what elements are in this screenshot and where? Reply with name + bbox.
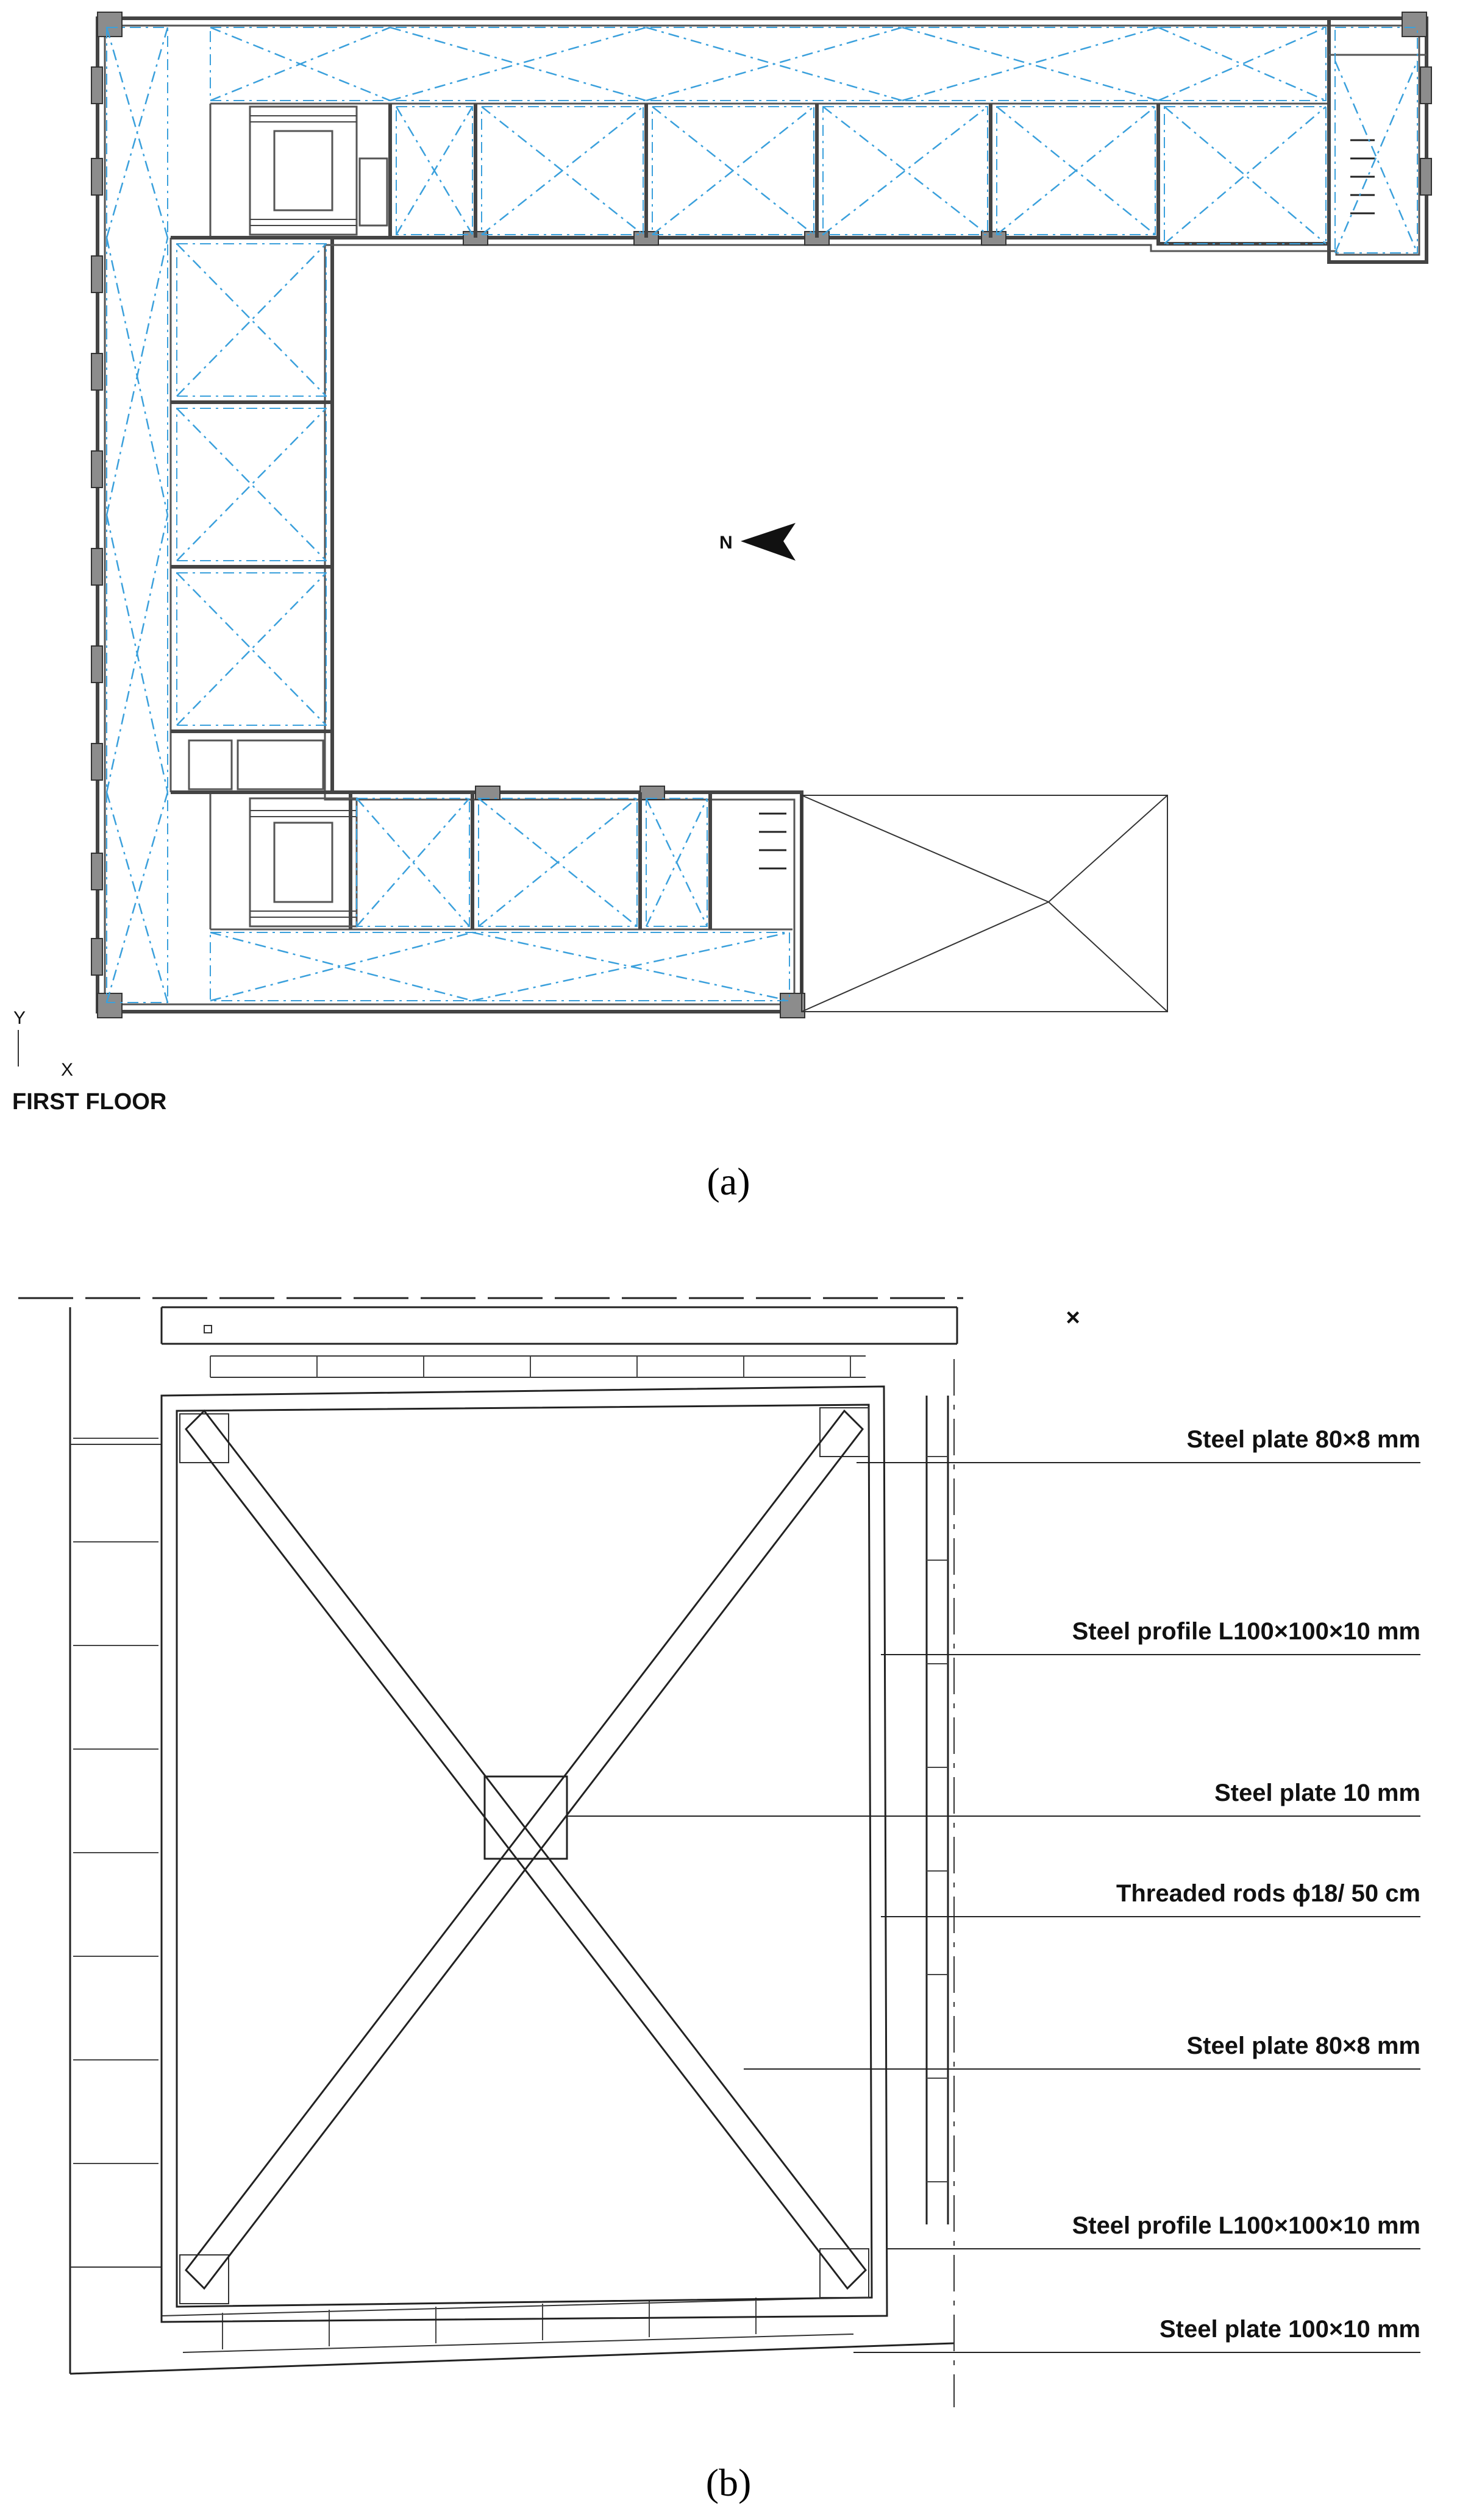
- stairwells: [188, 105, 388, 928]
- floor-plan-drawing: N Y X FIRST FLOOR (a): [12, 12, 1432, 1203]
- leader-lines: [567, 1462, 1420, 2353]
- annotation-steel-plate-diagonal: Steel plate 80×8 mm: [1186, 2032, 1420, 2059]
- reinforcement-detail-drawing: × Steel plate 80×8 mm Steel profile L100…: [18, 1297, 1420, 2504]
- roof-annex: [801, 795, 1168, 1012]
- annotation-threaded-rods: Threaded rods ϕ18/ 50 cm: [1116, 1880, 1420, 1907]
- diagonal-bracing: [185, 1409, 867, 2290]
- annotation-steel-profile-bottom: Steel profile L100×100×10 mm: [1072, 2212, 1420, 2239]
- detail-marker: ×: [1066, 1304, 1080, 1331]
- building-outline: [96, 16, 1428, 1013]
- left-wing-rooms: [171, 236, 332, 794]
- axis-x-label: X: [61, 1060, 73, 1080]
- lower-wing-rooms: [349, 792, 712, 929]
- floor-plan-panel: N Y X FIRST FLOOR (a): [0, 0, 1457, 1219]
- annotation-steel-profile-top: Steel profile L100×100×10 mm: [1072, 1618, 1420, 1645]
- floor-title: FIRST FLOOR: [12, 1089, 166, 1115]
- north-arrow-icon: N: [719, 523, 796, 561]
- steel-profile-frame: [160, 1385, 888, 2323]
- plate-ties: [73, 1356, 948, 2349]
- annotation-steel-plate-bottom: Steel plate 100×10 mm: [1160, 2316, 1420, 2343]
- north-label: N: [719, 533, 733, 553]
- axis-y-label: Y: [13, 1008, 26, 1028]
- restroom-fixtures: [759, 139, 1375, 870]
- vault-lines: [105, 26, 1419, 1003]
- caption-a: (a): [707, 1160, 750, 1203]
- caption-b: (b): [706, 2461, 752, 2504]
- annotation-labels: Steel plate 80×8 mm Steel profile L100×1…: [1072, 1426, 1420, 2343]
- axis-indicator: Y X: [13, 1008, 73, 1080]
- annotation-central-plate: Steel plate 10 mm: [1214, 1780, 1420, 1806]
- reinforcement-detail-panel: × Steel plate 80×8 mm Steel profile L100…: [0, 1219, 1457, 2520]
- annotation-steel-plate-top: Steel plate 80×8 mm: [1186, 1426, 1420, 1453]
- upper-wing-rooms: [388, 18, 1427, 262]
- detail-walls: [18, 1297, 963, 2407]
